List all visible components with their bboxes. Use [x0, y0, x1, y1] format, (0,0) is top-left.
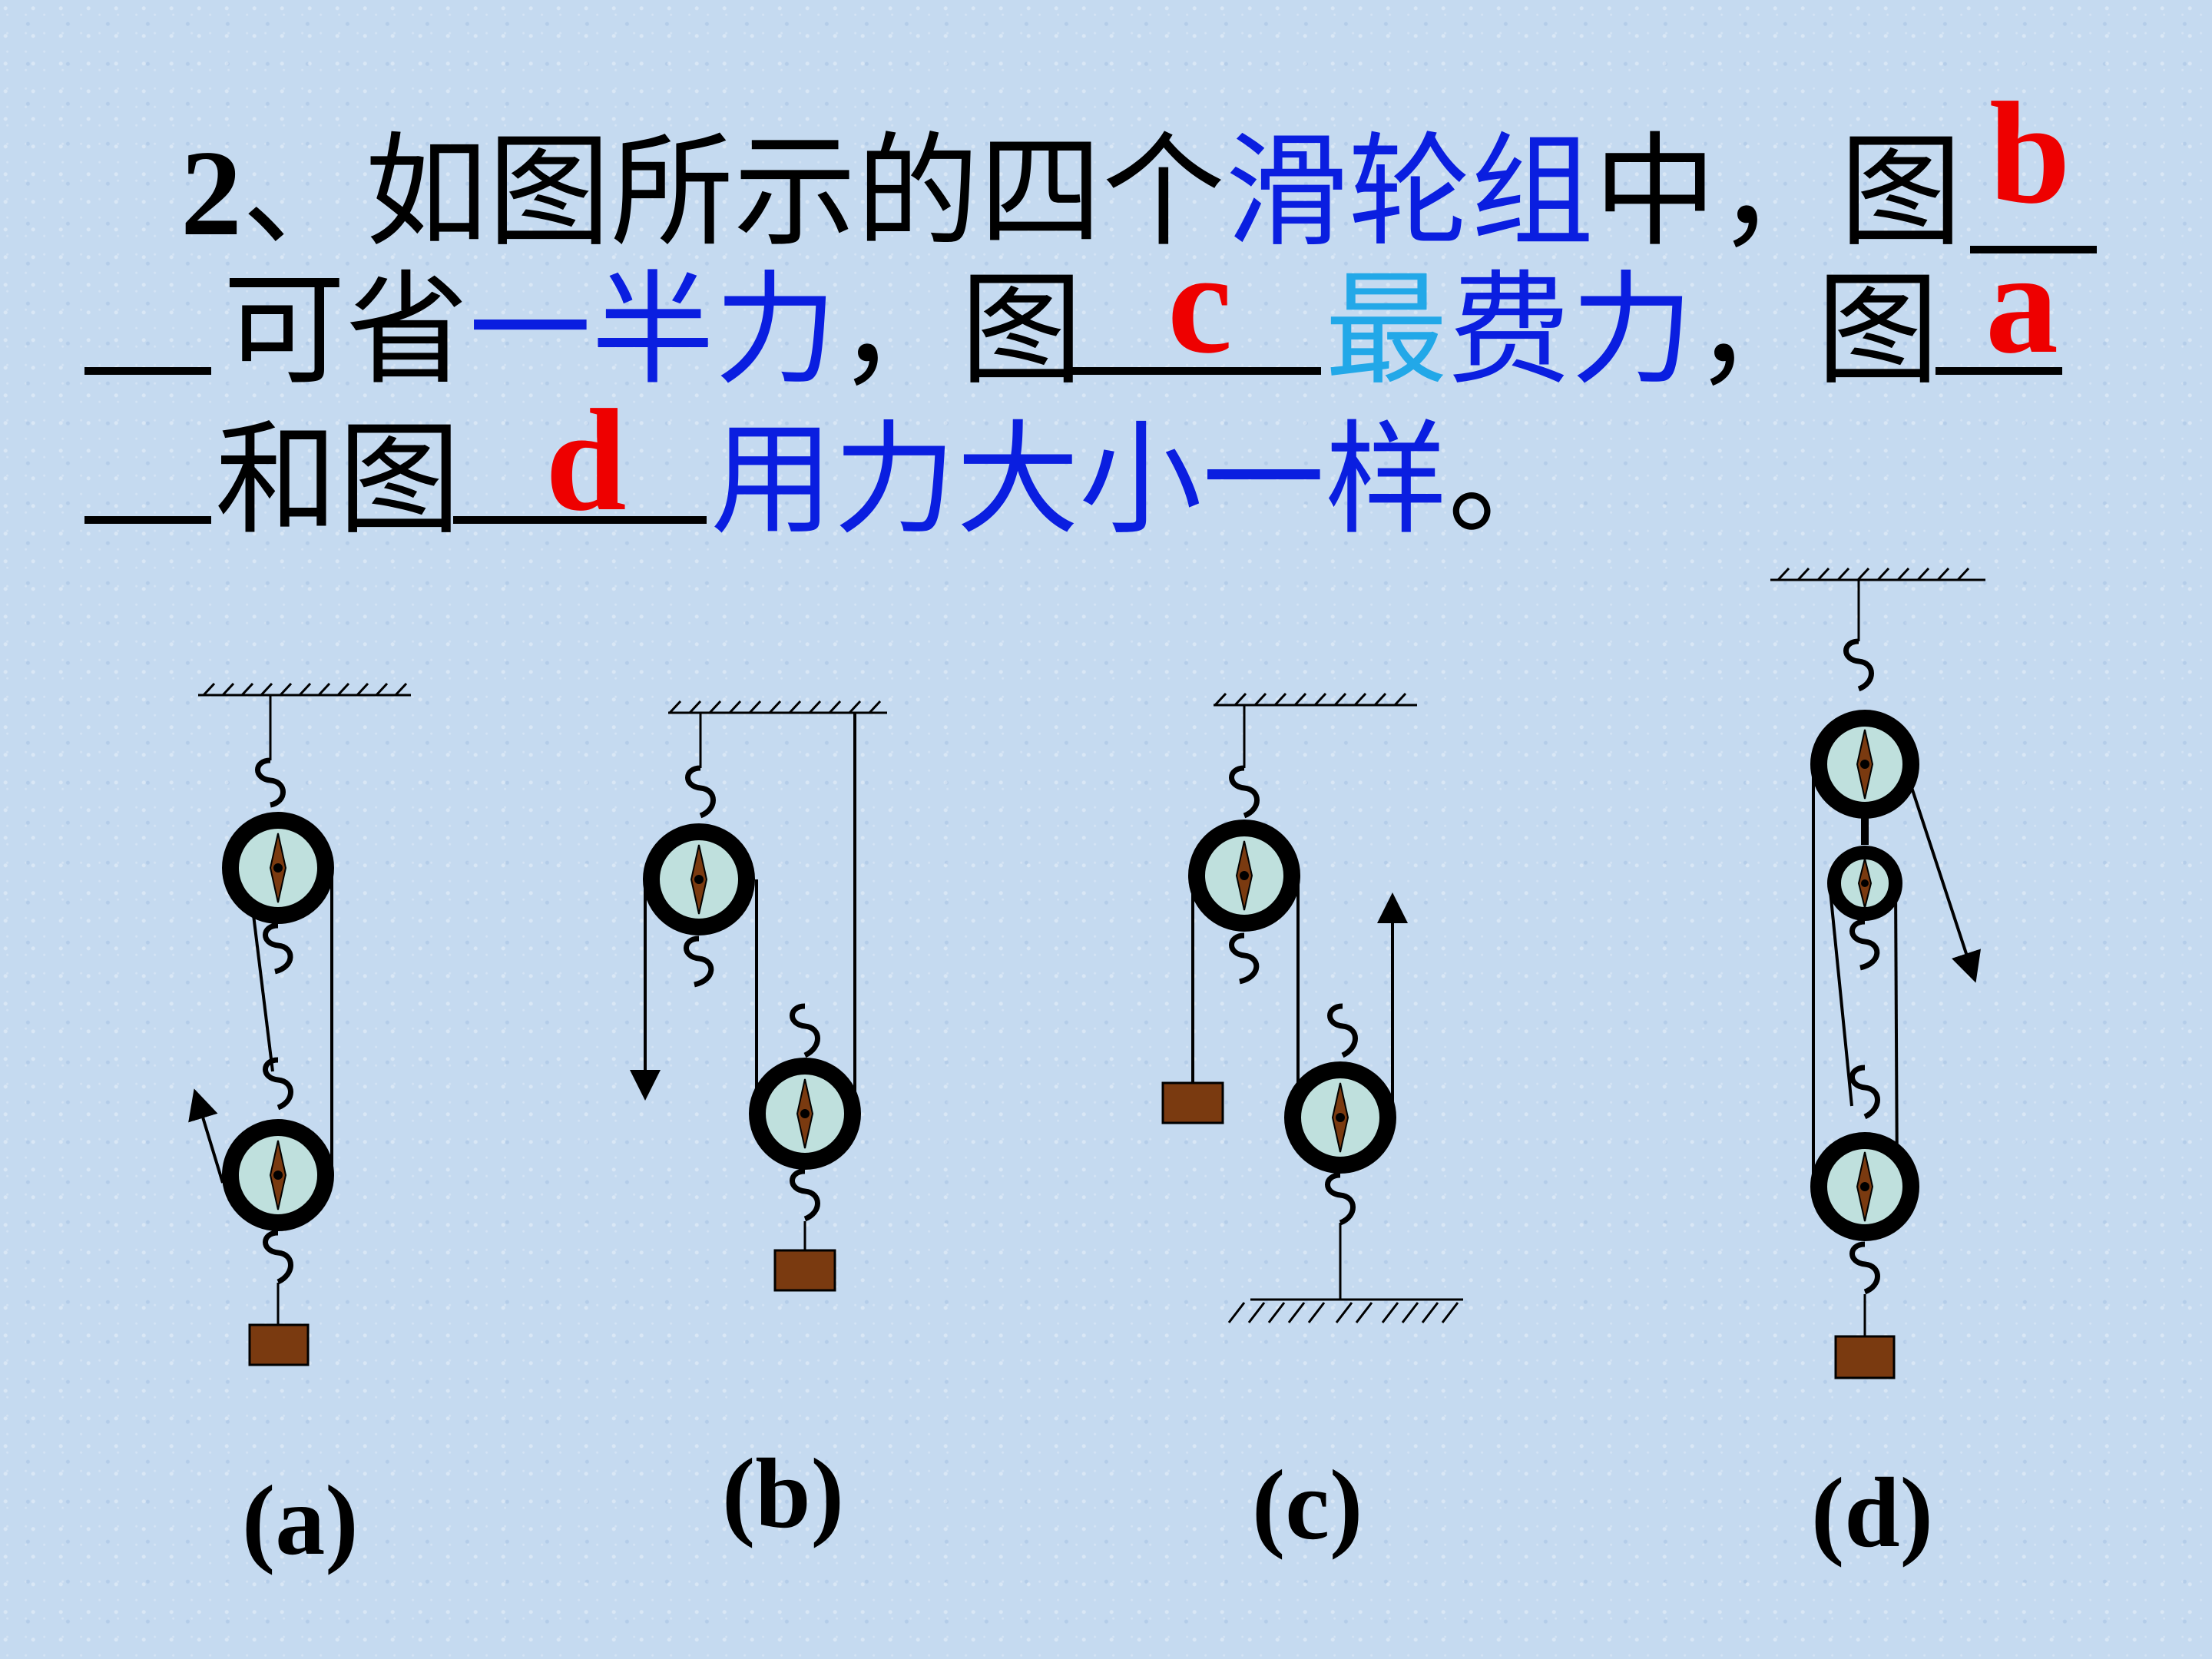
question-line-2: 可省一半力，图	[223, 253, 1083, 407]
hook	[1325, 1172, 1356, 1226]
hook	[790, 1003, 820, 1058]
hook	[1229, 765, 1260, 819]
question-number: 2	[180, 124, 242, 261]
hook	[1229, 932, 1260, 985]
answer-same-force-1: a	[1985, 223, 2058, 384]
question-line-3b: 用力大小一样。	[710, 403, 1571, 557]
hook	[255, 757, 286, 808]
weight-block	[1161, 1081, 1224, 1124]
keyword-pulley-group: 滑轮组	[1225, 120, 1594, 263]
figure-label-d: (d)	[1811, 1458, 1933, 1568]
answer-blank	[453, 516, 707, 524]
answer-blank	[1970, 246, 2097, 253]
hook	[685, 765, 716, 819]
keyword-costs-force: 费力	[1448, 258, 1694, 402]
question-text: 可省	[223, 258, 469, 402]
ground-support	[1227, 1298, 1463, 1323]
answer-blank	[84, 367, 211, 375]
answer-blank	[84, 516, 211, 524]
question-line-1: 2、如图所示的四个滑轮组中，图	[180, 115, 1962, 270]
hook	[263, 1230, 293, 1285]
keyword-most: 最	[1325, 258, 1449, 402]
question-text: 中，图	[1594, 120, 1963, 263]
hook	[1849, 919, 1880, 971]
keyword-half-force: 一半力	[469, 258, 838, 402]
weight-block	[1834, 1335, 1896, 1379]
hook	[1849, 1065, 1880, 1120]
question-text: ，图	[837, 258, 1084, 402]
hook	[684, 935, 714, 988]
movable-pulley	[749, 1058, 861, 1170]
fixed-pulley-large	[1810, 710, 1919, 819]
answer-same-force-2: d	[545, 380, 627, 541]
fixed-pulley-small	[1827, 846, 1902, 921]
question-text: 和图	[215, 408, 462, 551]
question-text: 、如图所示的四个	[242, 120, 1226, 263]
hook	[790, 1168, 820, 1222]
figure-label-b: (b)	[722, 1439, 844, 1549]
answer-half-force: b	[1989, 73, 2071, 234]
question-text: ，图	[1694, 258, 1940, 402]
fixed-pulley	[222, 812, 334, 924]
ceiling-support	[198, 682, 411, 697]
hook	[1327, 1003, 1358, 1058]
figure-d	[1770, 567, 1985, 1379]
figure-a	[188, 682, 411, 1366]
hook	[1843, 638, 1874, 692]
question-line-2b: 最费力，图	[1325, 253, 1939, 407]
answer-blank	[1071, 367, 1321, 375]
movable-pulley	[1810, 1132, 1919, 1241]
figure-b	[630, 700, 887, 1292]
figure-label-a: (a)	[242, 1465, 359, 1576]
hook	[263, 1057, 293, 1111]
answer-most-force: c	[1167, 223, 1233, 384]
weight-block	[248, 1323, 310, 1366]
figure-c	[1161, 692, 1463, 1323]
hook	[1849, 1241, 1880, 1295]
weight-block	[773, 1249, 836, 1292]
question-text: 。	[1448, 408, 1571, 551]
keyword-same-force: 用力大小一样	[710, 408, 1449, 551]
fixed-pulley	[1188, 820, 1300, 932]
movable-pulley	[222, 1119, 334, 1231]
hook	[263, 922, 293, 975]
movable-pulley	[1284, 1061, 1396, 1174]
figure-label-c: (c)	[1252, 1450, 1363, 1561]
question-line-3: 和图	[215, 403, 461, 557]
answer-blank	[1936, 367, 2062, 375]
fixed-pulley	[643, 823, 755, 935]
